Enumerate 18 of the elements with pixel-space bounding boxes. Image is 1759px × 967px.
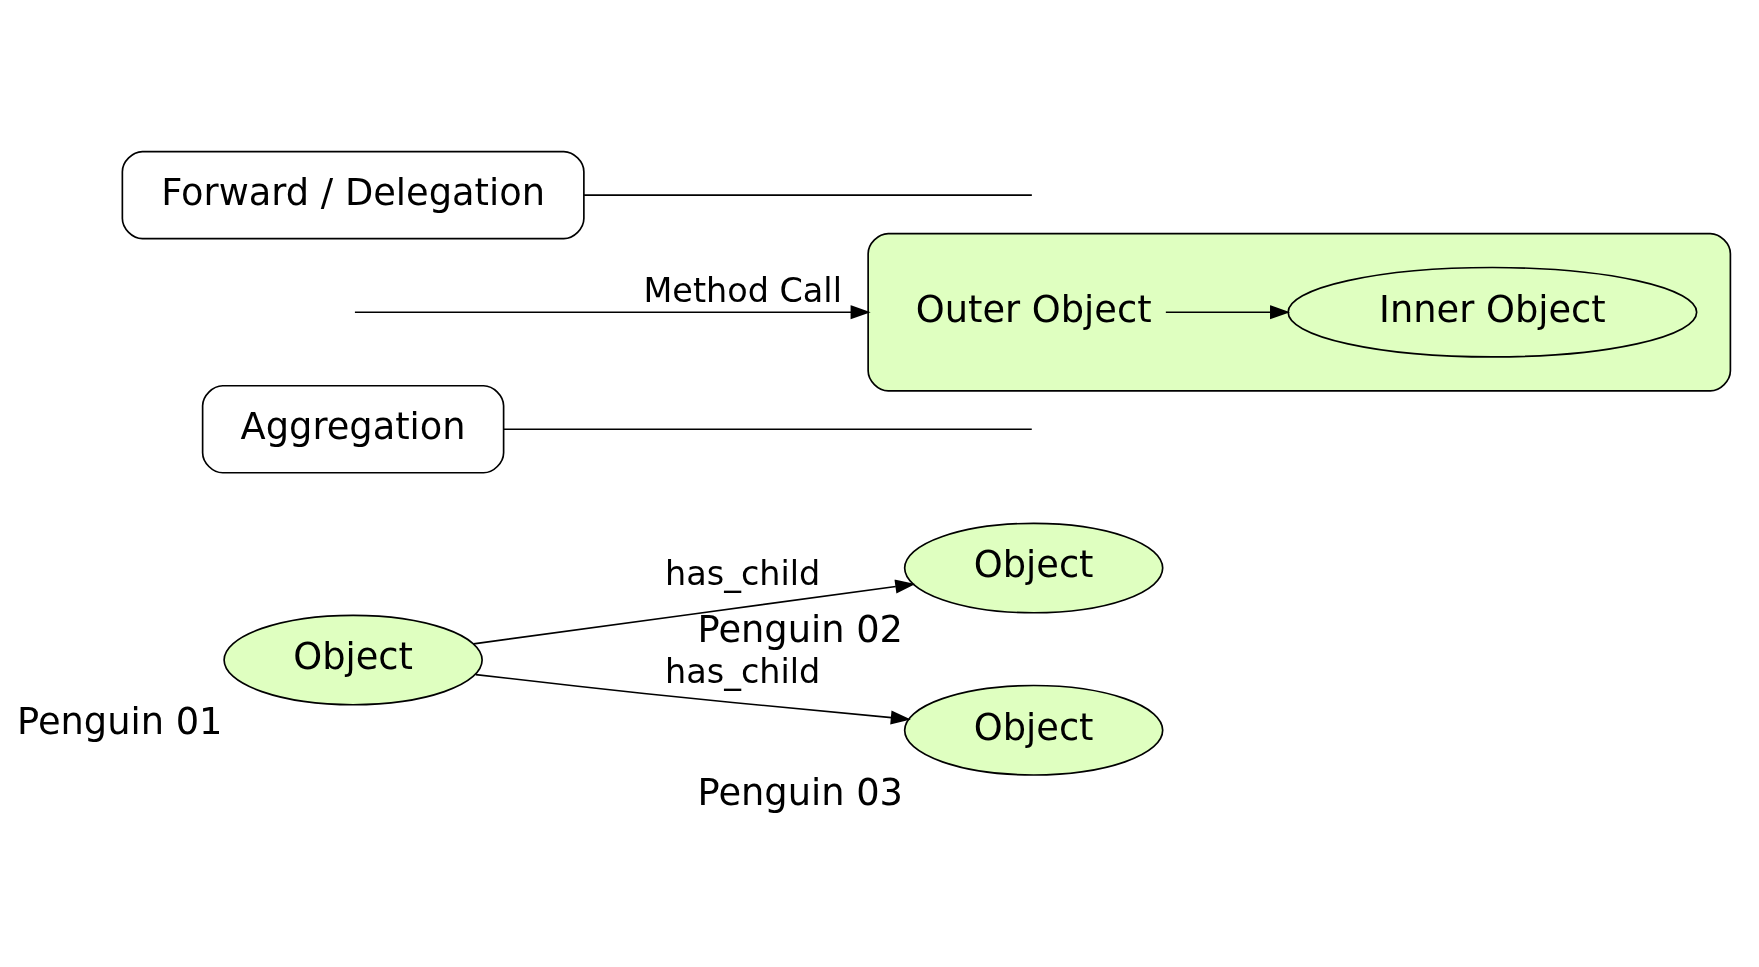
node-label: Penguin 02 [697, 608, 903, 652]
connector [503, 428, 1033, 431]
arrow [474, 673, 911, 725]
node-ellipse: Object [903, 522, 1164, 614]
edge-label: has_child [665, 553, 821, 593]
node-label: Penguin 01 [17, 700, 223, 744]
arrow [354, 305, 871, 320]
arrow [1165, 305, 1291, 320]
node-box: Forward / Delegation [121, 150, 585, 240]
edge-label: Method Call [643, 271, 842, 311]
node-ellipse: Object [903, 684, 1164, 776]
node-box: Aggregation [201, 384, 505, 474]
node-ellipse: Inner Object [1287, 266, 1698, 358]
node-label: Penguin 03 [697, 770, 903, 814]
connector [583, 194, 1033, 196]
edge-label: has_child [665, 652, 821, 692]
arrow [472, 579, 916, 645]
node-ellipse: Object [223, 614, 483, 706]
